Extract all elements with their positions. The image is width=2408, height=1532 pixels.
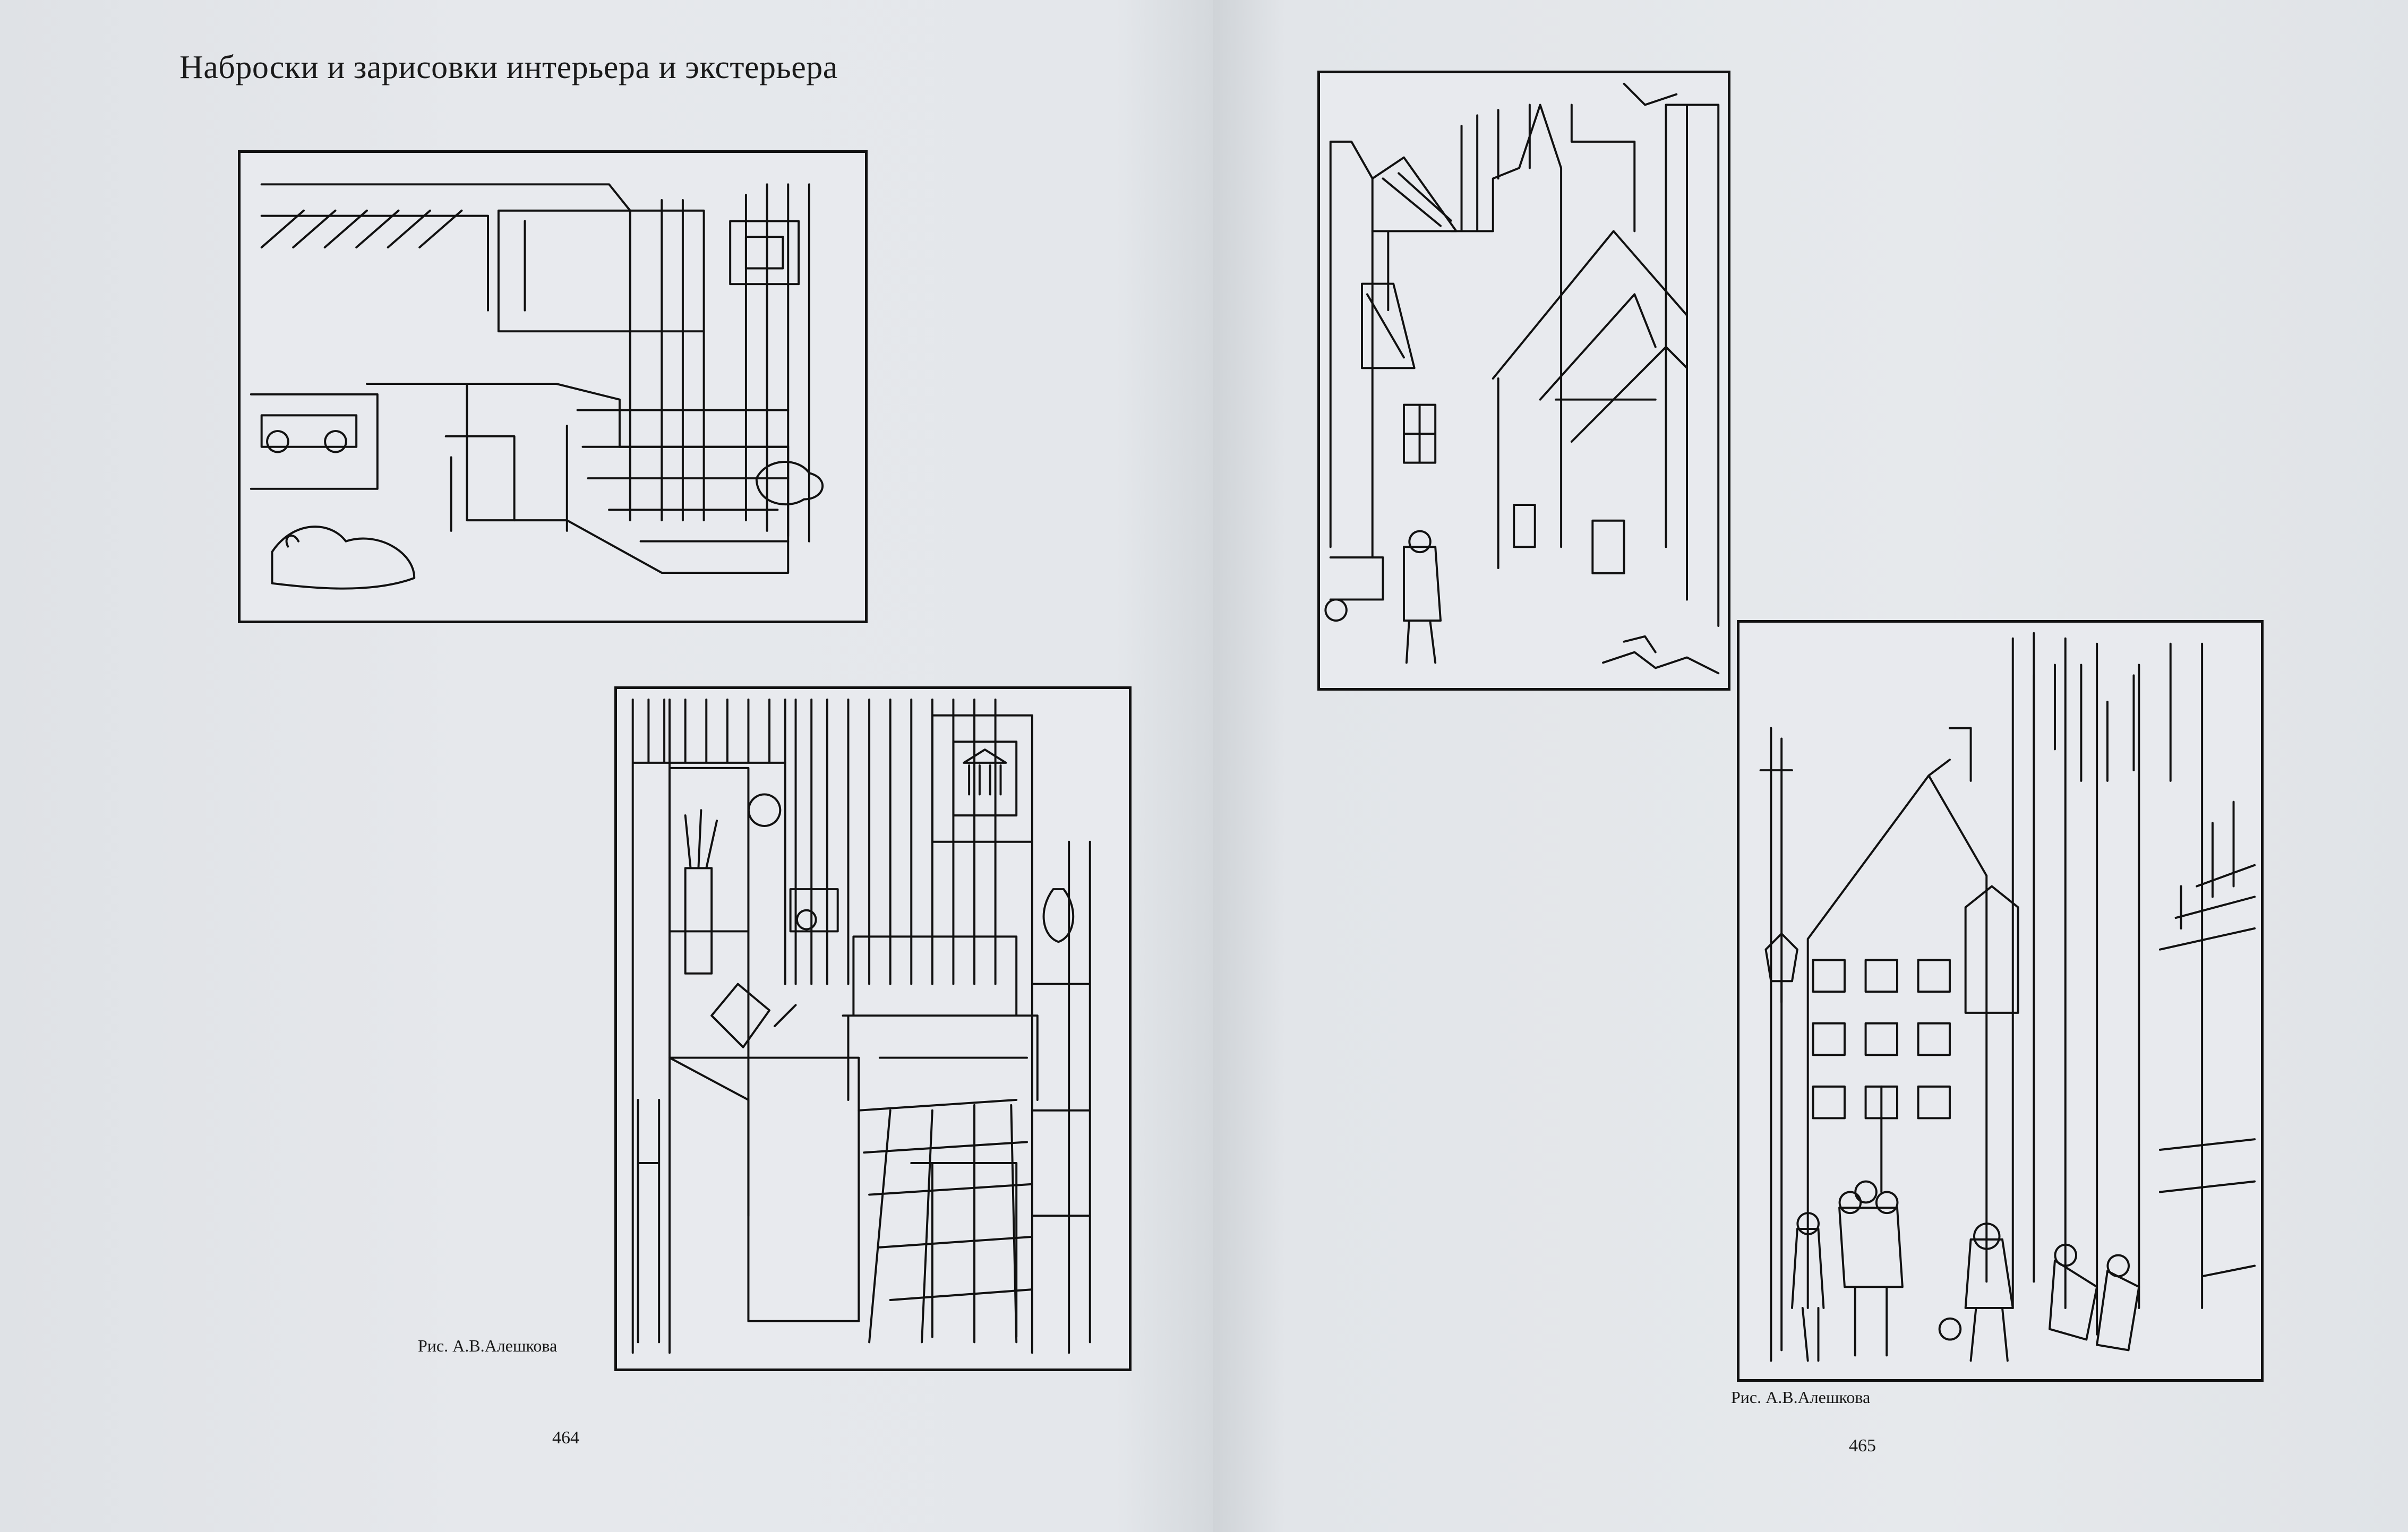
illustration-credit: Рис. А.В.Алешкова — [418, 1336, 558, 1355]
street-scene-sketch — [1317, 71, 1730, 691]
right-page: Рис. А.В.Алешкова 465 — [1213, 0, 2408, 1532]
page-number: 465 — [1849, 1436, 1876, 1456]
bedroom-interior-sketch — [238, 150, 868, 623]
old-town-street-sketch — [1737, 620, 2264, 1382]
study-interior-sketch — [614, 686, 1132, 1371]
page-title: Наброски и зарисовки интерьера и экстерь… — [179, 49, 838, 85]
left-page: Наброски и зарисовки интерьера и экстерь… — [0, 0, 1213, 1532]
illustration-credit: Рис. А.В.Алешкова — [1731, 1388, 1871, 1407]
page-number: 464 — [552, 1428, 579, 1448]
